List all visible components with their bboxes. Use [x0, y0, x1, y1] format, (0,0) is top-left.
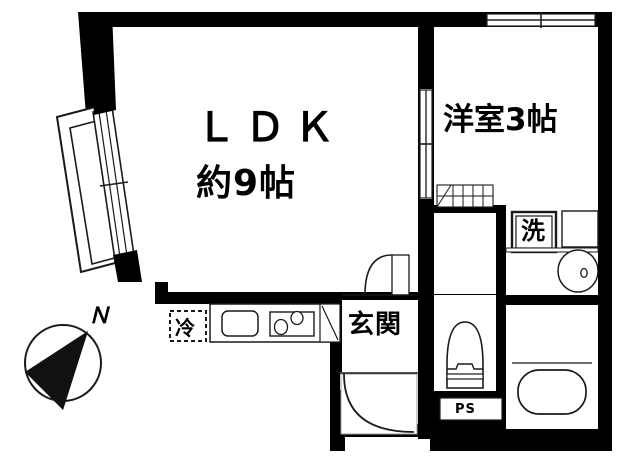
wall-ldk-bedroom-bottom	[418, 199, 434, 299]
wall-hall-washroom	[496, 209, 506, 299]
washbasin-icon	[557, 249, 599, 293]
pipe-shaft	[439, 397, 503, 421]
bathtub-icon	[517, 369, 587, 415]
hall-floor	[434, 209, 496, 294]
refrigerator-space	[169, 310, 207, 342]
door-entrance-upper	[342, 254, 418, 296]
door-swing-arc-front	[343, 373, 415, 433]
wall-ldk-bedroom-top	[418, 27, 434, 89]
bay-window-left	[55, 12, 142, 282]
washer-space	[510, 210, 558, 254]
toilet-fixture	[446, 321, 484, 389]
bathtub-fixture	[512, 311, 592, 421]
wall-kitchen-front	[155, 292, 342, 304]
wall-washroom-bathroom	[506, 295, 598, 305]
washbasin-vanity	[505, 210, 599, 293]
sliding-door-bedroom	[418, 89, 434, 199]
compass-rose	[24, 324, 102, 410]
bedroom-floor	[434, 27, 598, 209]
wall-toilet-bottom	[430, 391, 500, 400]
washbasin-drain-icon	[580, 267, 588, 279]
door-leaf-front	[340, 373, 418, 435]
window-bedroom-top	[486, 12, 596, 28]
door-swing-arc-upper	[364, 254, 393, 296]
ldk-floor	[95, 27, 418, 313]
kitchen-sink-icon	[221, 310, 259, 337]
door-front-entrance	[340, 372, 418, 435]
wall-entrance-toilet	[418, 299, 434, 439]
wall-bedroom-hall	[434, 205, 506, 213]
wall-toilet-bathroom	[496, 299, 506, 439]
closet-with-hanging-rod	[436, 184, 494, 208]
kitchen-counter	[209, 303, 341, 343]
door-leaf-upper	[391, 254, 410, 296]
toilet-bowl-icon	[446, 321, 484, 389]
